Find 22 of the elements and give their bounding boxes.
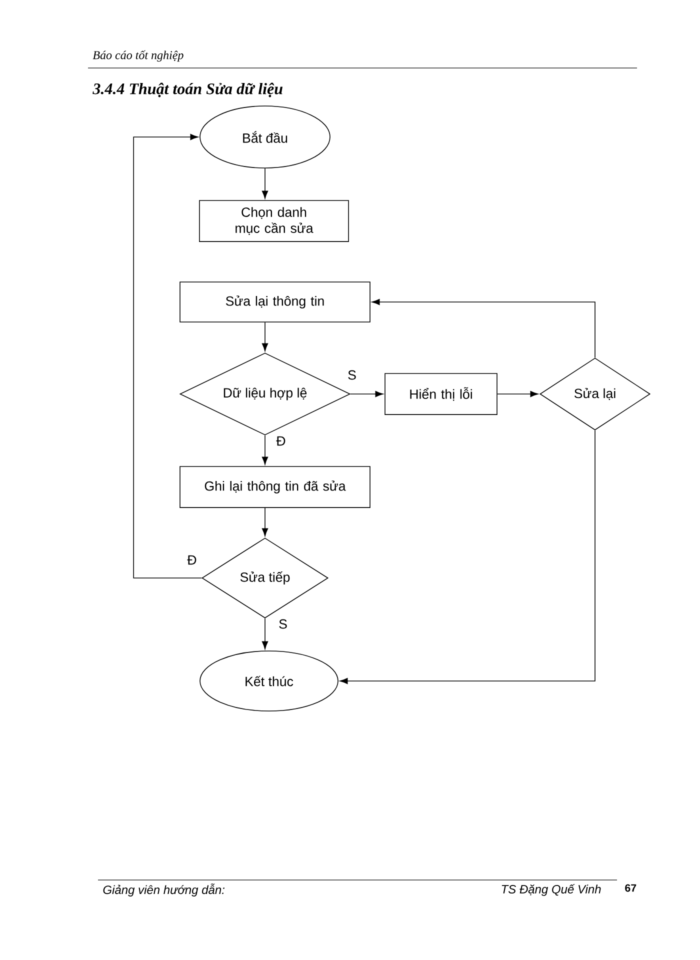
footer-text: TS Đặng Quế Vinh [502,884,601,896]
edge-label: S [277,618,289,630]
arrow [340,430,596,684]
arrow [262,618,268,650]
arrow [262,435,268,465]
arrow [372,298,596,358]
footer-text: Giảng viên hướng dẫn: [103,884,224,896]
process-box: Hiển thị lỗi [384,373,498,415]
process-box: Chọn danh mục cần sửa [199,200,349,242]
page-number: 67 [625,884,636,892]
edge-label: Đ [186,554,198,566]
section-title: 3.4.4 Thuật toán Sửa dữ liệu [92,82,282,98]
arrow [497,390,538,398]
arrow [262,168,268,199]
arrow [262,508,268,536]
arrow [133,134,202,578]
header-text: Báo cáo tốt nghiệp [92,50,184,62]
arrow [350,390,384,398]
arrow [262,322,268,352]
process-box: Sửa lại thông tin [180,282,370,322]
edge-label: Đ [274,435,288,447]
process-box: Ghi lại thông tin đã sửa [180,466,370,508]
